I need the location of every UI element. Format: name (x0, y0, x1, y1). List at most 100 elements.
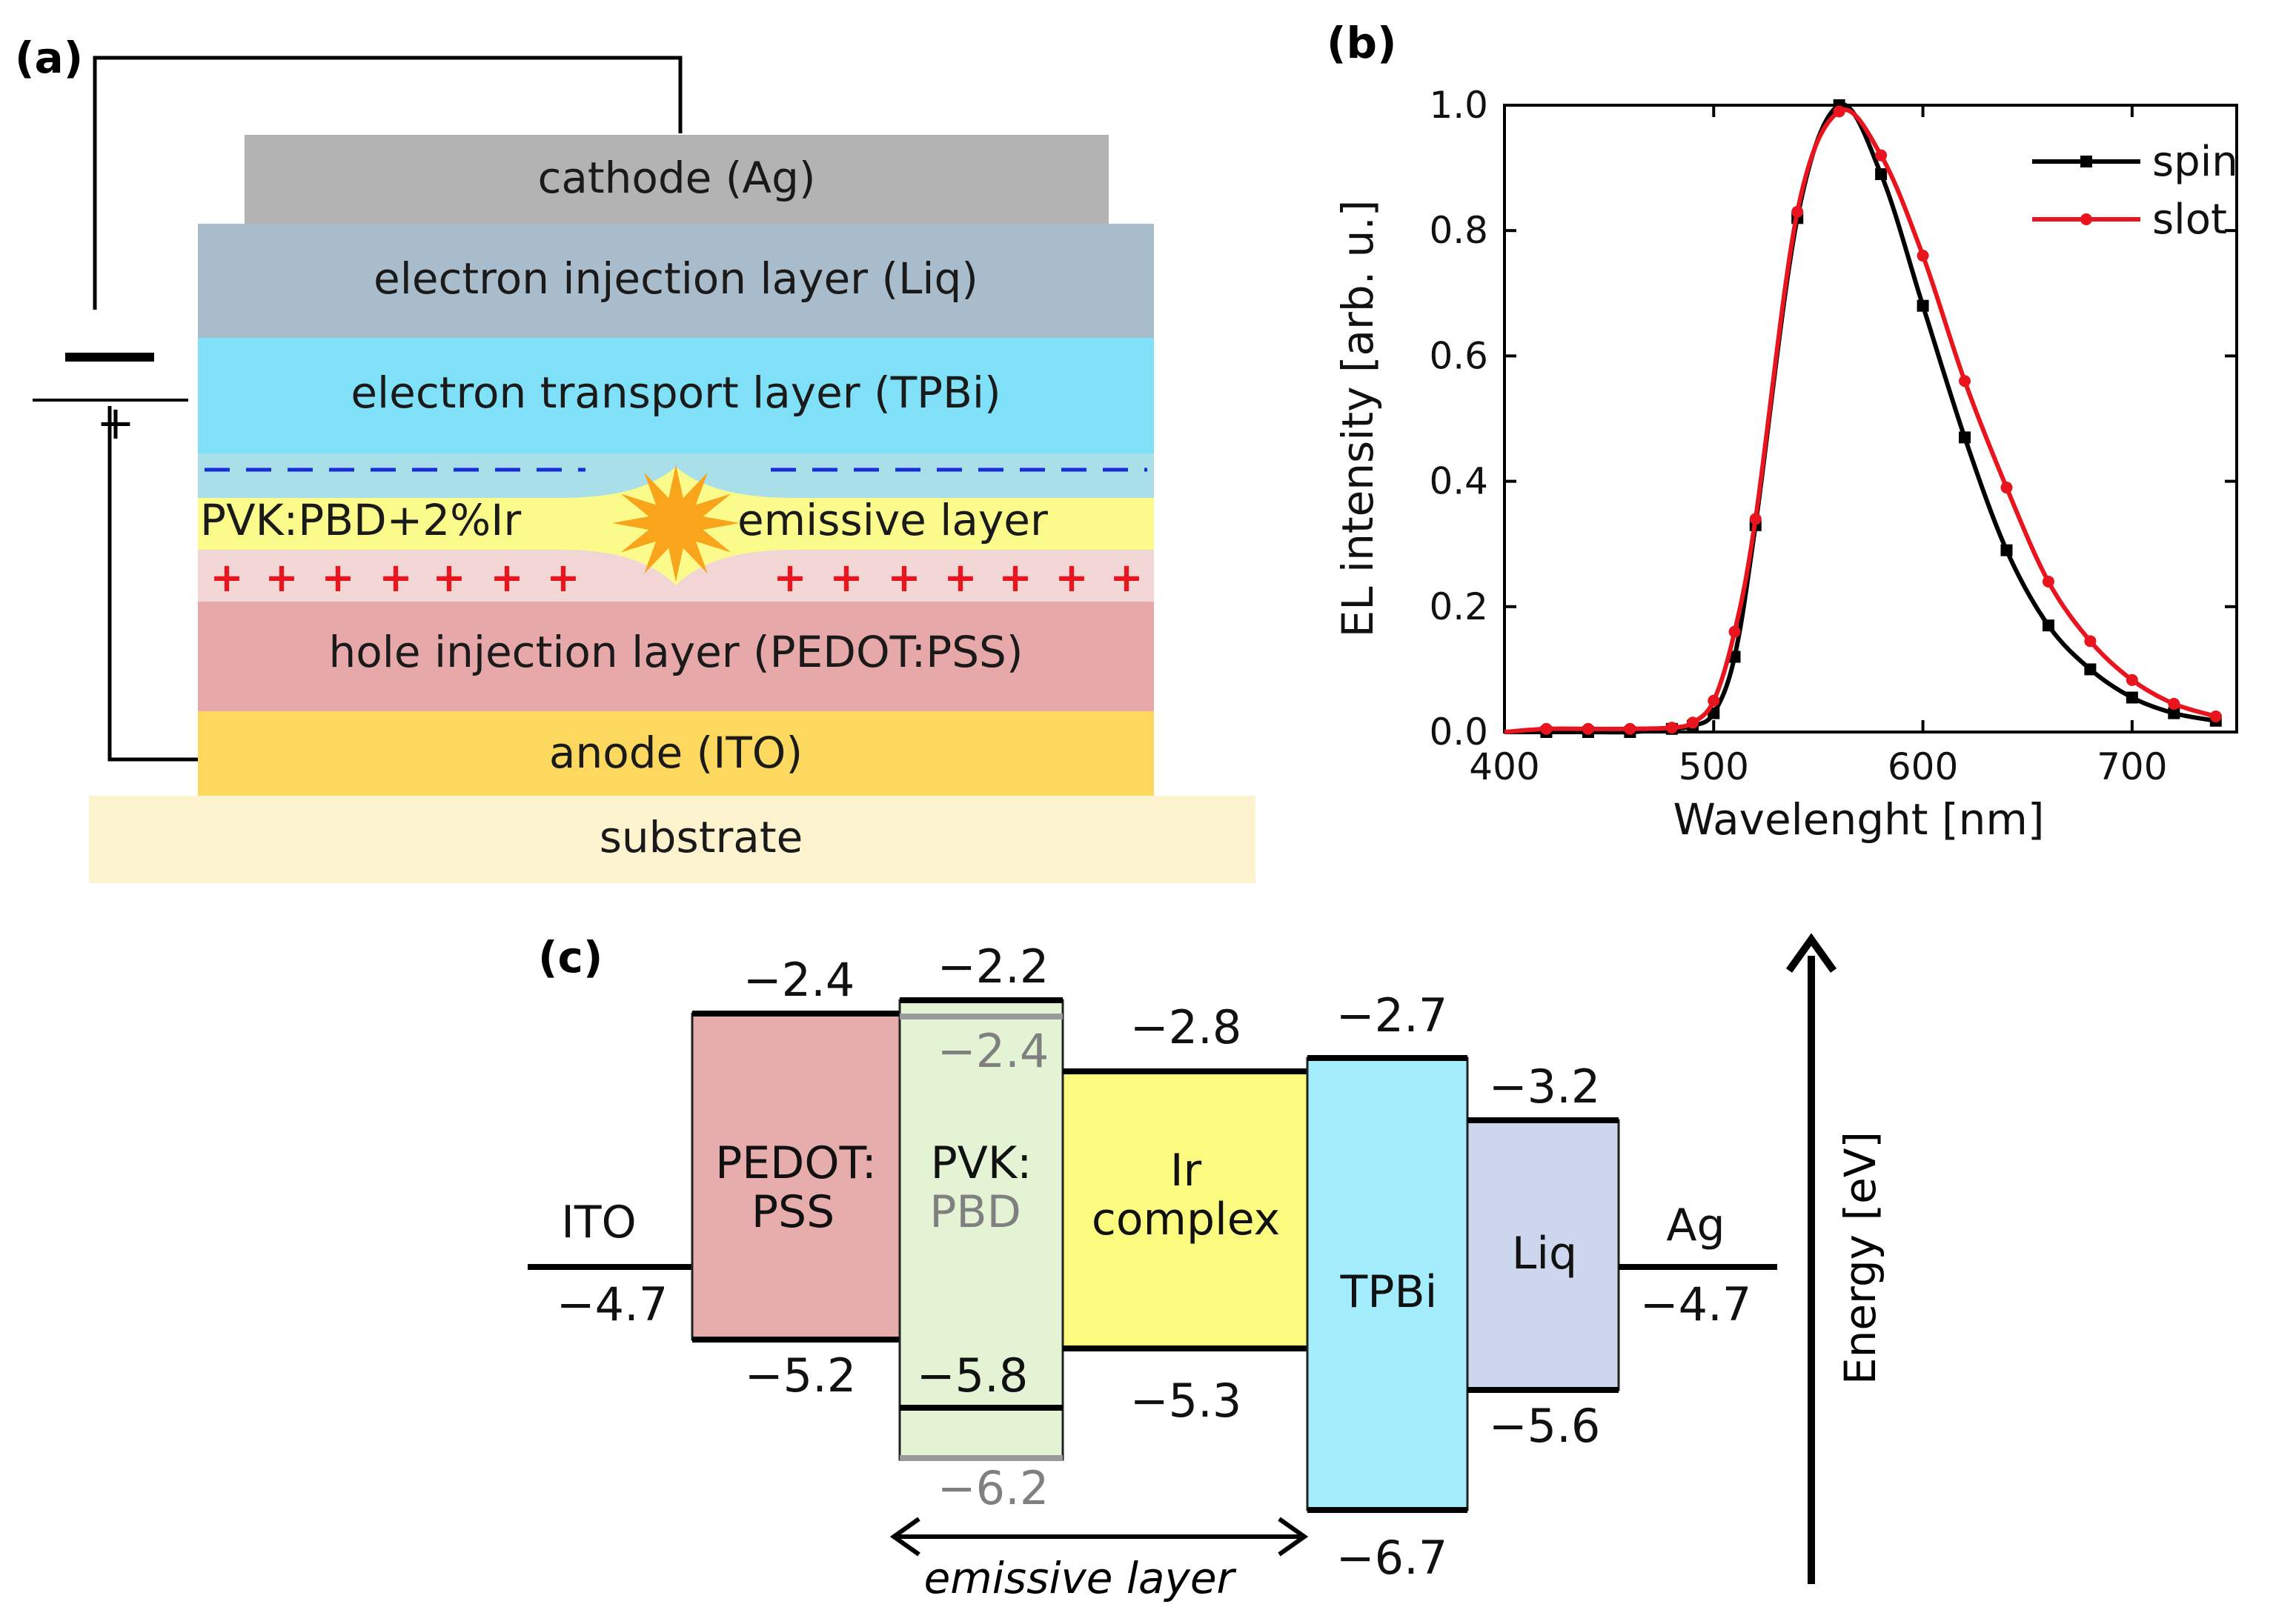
data-point-slot (1959, 375, 1971, 387)
pedot-homo-value: −5.2 (745, 1348, 857, 1403)
ir-label-line2: complex (1092, 1194, 1280, 1245)
data-point-slot (2084, 635, 2097, 648)
data-point-slot (1687, 716, 1699, 729)
data-point-slot (1875, 149, 1888, 162)
liq-homo-value: −5.6 (1489, 1399, 1601, 1453)
anode-layer (198, 711, 1154, 796)
data-point-slot (1582, 722, 1594, 735)
data-point-slot (1833, 105, 1845, 118)
hole-plus-sign: + (490, 554, 523, 601)
battery-plus-sign: + (96, 396, 135, 450)
x-tick-label: 400 (1469, 745, 1539, 788)
data-point-spin (2000, 544, 2013, 556)
data-point-slot (1665, 722, 1678, 734)
data-point-spin (2042, 619, 2054, 632)
pvk-label-line2: PBD (929, 1186, 1021, 1238)
emission-star-icon (612, 464, 740, 582)
hole-accumulation-band (198, 550, 1154, 602)
panel-a: (a) + cathode (Ag) electron injection la… (15, 33, 1255, 883)
pedot-label-line1: PEDOT: (715, 1137, 877, 1189)
data-point-slot (2209, 710, 2222, 722)
hole-plus-sign: + (1109, 554, 1143, 601)
pvk-lumo-value: −2.2 (938, 939, 1049, 994)
hole-plus-sign: + (943, 554, 977, 601)
x-tick-label: 600 (1888, 745, 1958, 788)
x-tick-label: 700 (2097, 745, 2167, 788)
data-point-spin (1728, 651, 1741, 663)
tpbi-block (1306, 1057, 1469, 1511)
tpbi-homo-value: −6.7 (1336, 1531, 1448, 1585)
emissive-arrow-left-head (889, 1517, 920, 1557)
hole-plus-sign: + (432, 554, 465, 601)
panel-a-label: (a) (15, 33, 83, 83)
substrate-layer (89, 796, 1255, 883)
hole-plus-sign: + (887, 554, 920, 601)
panel-b-label: (b) (1327, 18, 1397, 68)
substrate-label: substrate (600, 812, 803, 862)
eml-material-label: PVK:PBD+2%Ir (200, 495, 521, 545)
hole-plus-sign: + (773, 554, 806, 601)
energy-arrowhead-icon (1785, 933, 1837, 973)
hole-plus-sign: + (321, 554, 354, 601)
emissive-arrow-right-head (1278, 1517, 1309, 1557)
eml-label: emissive layer (737, 495, 1048, 545)
ir-lumo-value: −2.8 (1130, 1000, 1242, 1054)
el-spectrum-chart: 400 500 600 700 0.0 0.2 0.4 0.6 0.8 1.0Wavelenght… (1333, 84, 2238, 845)
data-point-slot (1917, 250, 1929, 262)
pvk-label-line1: PVK: (931, 1137, 1032, 1189)
energy-axis-label: Energy [eV] (1835, 1131, 1885, 1385)
data-point-spin (2168, 707, 2180, 719)
ir-block (1061, 1070, 1309, 1350)
data-point-slot (1708, 694, 1720, 707)
ito-workfunction: −4.7 (557, 1277, 668, 1331)
data-point-spin (1875, 168, 1888, 181)
legend-marker-spin (2080, 156, 2092, 167)
data-point-slot (2126, 673, 2138, 686)
legend-marker-slot (2080, 213, 2092, 225)
hole-plus-sign: + (265, 554, 298, 601)
circuit-wire-top (93, 56, 683, 310)
pedot-lumo-value: −2.4 (743, 953, 855, 1007)
cathode-layer (245, 135, 1109, 224)
y-tick-label: 0.8 (1429, 209, 1488, 252)
data-point-slot (1728, 625, 1741, 638)
legend-label-slot: slot (2152, 196, 2227, 244)
legend: spin slot (2032, 138, 2238, 244)
liq-lumo-value: −3.2 (1489, 1060, 1601, 1114)
hil-layer (198, 602, 1154, 711)
y-tick-label: 0.6 (1429, 334, 1488, 377)
series-line-slot (1504, 107, 2217, 734)
series-slot (1504, 105, 2222, 735)
circuit-wire-bottom (107, 406, 200, 762)
y-tick-label: 0.4 (1429, 460, 1488, 503)
data-point-spin (2126, 691, 2138, 704)
data-point-slot (2000, 482, 2013, 494)
electron-accumulation-band (198, 453, 1154, 498)
legend-label-spin: spin (2152, 138, 2238, 186)
hole-plus-sign: + (1055, 554, 1088, 601)
eil-layer (198, 224, 1154, 338)
ir-label-line1: Ir (1170, 1145, 1202, 1197)
panel-c-label: (c) (538, 932, 603, 982)
hil-label: hole injection layer (PEDOT:PSS) (329, 627, 1023, 677)
series-line-spin (1504, 102, 2217, 735)
pedot-label-line2: PSS (751, 1186, 835, 1238)
y-tick-label: 1.0 (1429, 84, 1488, 127)
y-tick-label: 0.2 (1429, 585, 1488, 628)
etl-layer (198, 338, 1154, 453)
data-point-spin (2084, 663, 2097, 676)
pedot-block (691, 1012, 901, 1341)
panel-b: (b) 400 500 600 700 0.0 0.2 0.4 0.6 0.8 1.0Wavele… (1327, 18, 2238, 845)
y-tick-label: 0.0 (1429, 711, 1488, 754)
ito-label: ITO (561, 1197, 637, 1248)
tpbi-lumo-value: −2.7 (1336, 988, 1448, 1042)
plot-frame (1503, 104, 2238, 734)
hole-plus-sign: + (379, 554, 412, 601)
x-axis-label: Wavelenght [nm] (1673, 794, 2044, 845)
hole-charges: ++++++++++++++ (210, 554, 1143, 601)
etl-label: electron transport layer (TPBi) (351, 367, 1001, 418)
x-tick-label: 500 (1679, 745, 1749, 788)
hole-plus-sign: + (546, 554, 580, 601)
pbd-lumo-value: −2.4 (938, 1024, 1049, 1078)
hole-plus-sign: + (998, 554, 1032, 601)
